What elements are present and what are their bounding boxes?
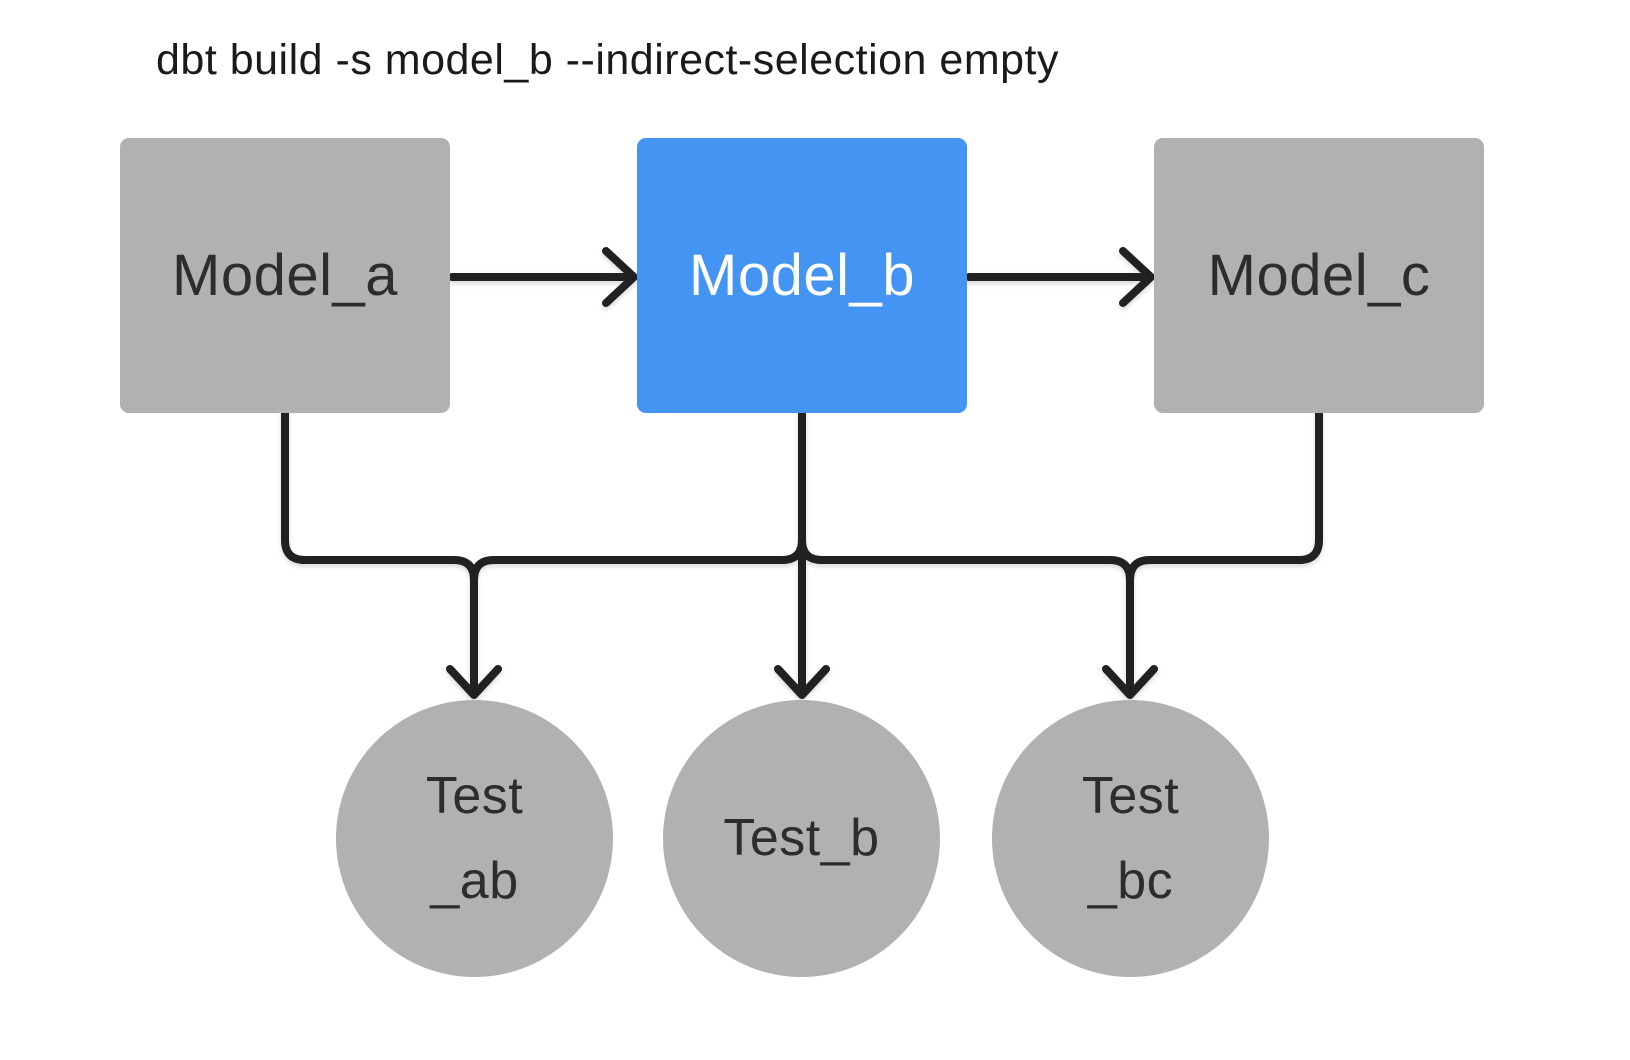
arrowhead-down-icon <box>446 665 502 699</box>
node-label-line1: Test_b <box>723 809 880 867</box>
arrowhead-down-icon <box>1102 665 1158 699</box>
node-model-b: Model_b <box>637 138 967 413</box>
node-label: Model_c <box>1207 243 1431 308</box>
edge-line <box>798 406 1134 695</box>
arrowhead-down-icon <box>774 665 830 699</box>
node-test-ab: Test _ab <box>336 700 613 977</box>
node-test-bc: Test _bc <box>992 700 1269 977</box>
node-label-line1: Test <box>1081 766 1180 825</box>
edge-model-c-to-test-bc <box>1126 406 1323 695</box>
node-model-c: Model_c <box>1154 138 1484 413</box>
node-label-line2: _bc <box>1087 851 1174 910</box>
node-label-line1: Test <box>425 766 524 825</box>
arrowhead-right-icon <box>1119 247 1155 307</box>
edge-model-b-to-test-ab <box>470 406 806 695</box>
arrowhead-right-icon <box>602 247 638 307</box>
edge-model-b-to-model-c <box>965 247 1155 307</box>
edge-model-b-to-test-bc <box>798 406 1134 695</box>
edge-model-a-to-test-ab <box>281 406 478 695</box>
edge-line <box>470 406 806 695</box>
node-label: Model_b <box>689 243 915 308</box>
command-title: dbt build -s model_b --indirect-selectio… <box>156 36 1060 84</box>
edge-line <box>1126 406 1323 695</box>
edge-model-a-to-model-b <box>448 247 638 307</box>
edge-line <box>281 406 478 695</box>
node-model-a: Model_a <box>120 138 450 413</box>
node-label: Model_a <box>172 243 398 308</box>
node-label-line2: _ab <box>430 851 519 910</box>
node-test-b: Test_b <box>663 700 940 977</box>
